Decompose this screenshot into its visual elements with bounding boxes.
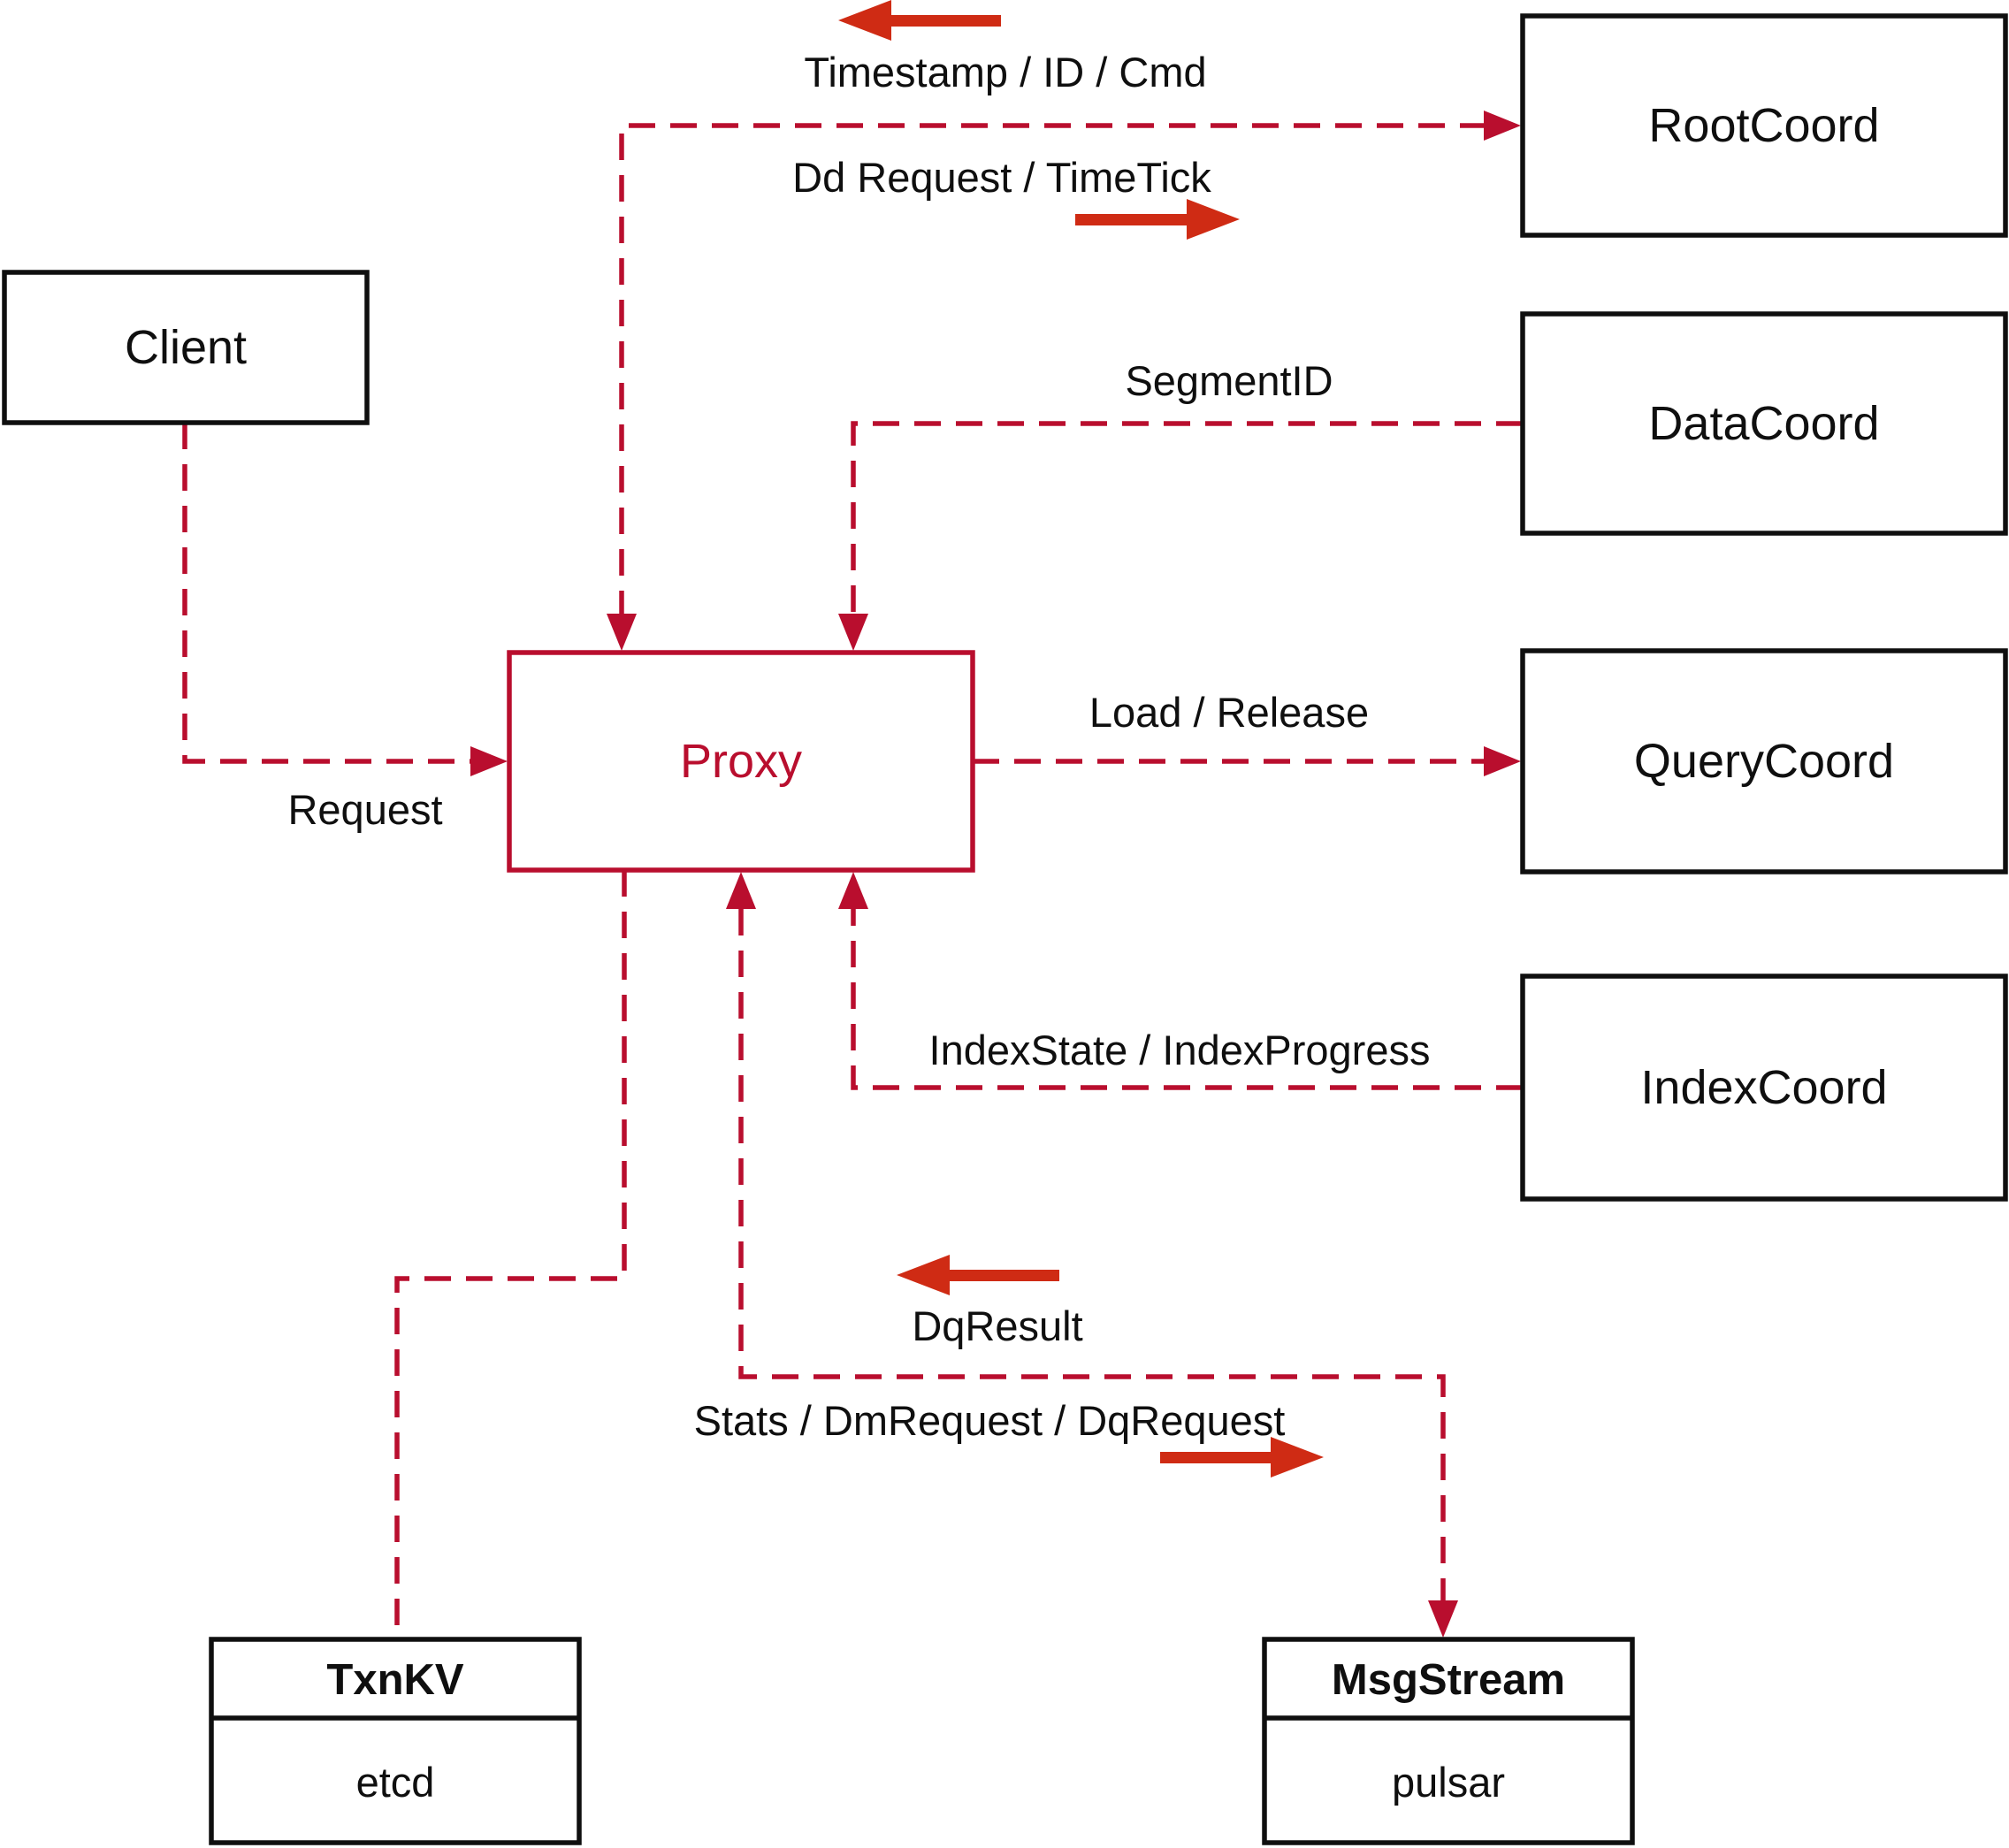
node-txnkv-title: TxnKV [326,1656,464,1704]
arrowhead-into-proxy-top-rootcoord-icon [607,614,637,651]
edge-label-dd-request-timetick: Dd Request / TimeTick [792,154,1211,201]
node-txnkv-impl: etcd [356,1759,435,1806]
edge-client-proxy-line [182,423,472,764]
node-proxy: Proxy [507,650,975,873]
direction-arrow-left-bottom-icon [897,1255,1059,1295]
direction-arrow-right-top-icon [1075,199,1240,240]
node-querycoord: QueryCoord [1520,648,2008,874]
node-indexcoord-label: IndexCoord [1640,1061,1887,1114]
arrowhead-into-proxy-left-icon [470,746,508,776]
edge-label-timestamp-id-cmd: Timestamp / ID / Cmd [804,49,1206,95]
node-msgstream: MsgStream pulsar [1262,1637,1635,1845]
edge-indexcoord-proxy-line [851,909,1523,1090]
edge-label-request: Request [287,786,442,833]
node-indexcoord: IndexCoord [1520,974,2008,1202]
edge-label-segmentid: SegmentID [1125,357,1333,404]
edge-label-load-release: Load / Release [1089,689,1369,736]
node-client-label: Client [125,321,247,374]
arrowhead-into-proxy-bottom-msgstream-icon [726,872,756,909]
node-msgstream-impl: pulsar [1392,1759,1505,1806]
arrowhead-into-proxy-top-datacoord-icon [838,614,868,651]
direction-arrow-right-bottom-icon [1160,1437,1324,1478]
node-querycoord-label: QueryCoord [1634,735,1894,788]
direction-arrow-left-top-icon [838,0,1001,41]
node-rootcoord-label: RootCoord [1648,99,1879,152]
node-rootcoord: RootCoord [1520,13,2008,238]
node-datacoord: DataCoord [1520,311,2008,536]
arrowhead-into-querycoord-icon [1484,746,1521,776]
edge-datacoord-proxy-line [851,421,1523,615]
node-client: Client [2,270,370,425]
arrowhead-into-proxy-bottom-indexcoord-icon [838,872,868,909]
edge-label-stats-dmrequest-dqrequest: Stats / DmRequest / DqRequest [694,1397,1286,1444]
edge-label-indexstate-indexprogress: IndexState / IndexProgress [929,1027,1431,1073]
node-datacoord-label: DataCoord [1648,397,1879,450]
arrowhead-into-msgstream-icon [1428,1600,1458,1638]
arrowhead-into-rootcoord-icon [1484,111,1521,141]
edge-label-dqresult: DqResult [912,1302,1082,1349]
edge-proxy-txnkv-line [394,870,627,1638]
node-proxy-label: Proxy [680,735,802,788]
edge-proxy-msgstream-line [738,909,1446,1602]
node-msgstream-title: MsgStream [1332,1656,1565,1704]
node-txnkv: TxnKV etcd [209,1637,582,1845]
